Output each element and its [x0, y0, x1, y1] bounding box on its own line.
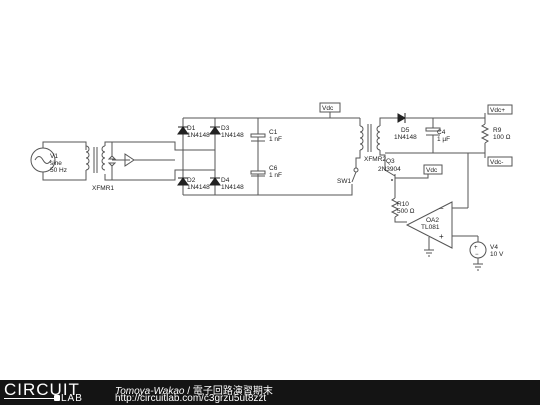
- c1-symbol[interactable]: [250, 133, 266, 138]
- v1-freq: 50 Hz: [50, 167, 67, 174]
- r9-value: 100 Ω: [493, 134, 511, 141]
- c4-value: 1 µF: [437, 136, 450, 143]
- footer-bar: CIRCUIT LAB Tomoya-Wakao / 電子回路演習期末 http…: [0, 380, 540, 405]
- q3-symbol[interactable]: [384, 169, 396, 177]
- xfmr2-symbol[interactable]: [359, 125, 364, 151]
- c6-value: 1 nF: [269, 172, 282, 179]
- oa2-name: OA2: [426, 217, 439, 224]
- xfmr1-symbol[interactable]: [85, 145, 106, 173]
- logo-underline: [4, 398, 56, 399]
- d2-name: D2: [187, 177, 196, 184]
- sw1-contact[interactable]: [353, 167, 359, 173]
- c6-name: C6: [269, 165, 278, 172]
- xfmr1-name: XFMR1: [92, 185, 114, 192]
- xfmr2-name: XFMR2: [364, 156, 386, 163]
- logo-dot-icon: [54, 395, 60, 401]
- project-url[interactable]: http://circuitlab.com/c3grzu5ut8zzt: [115, 393, 267, 404]
- q3-name: Q3: [386, 158, 395, 165]
- d3-name: D3: [221, 125, 230, 132]
- d4-name: D4: [221, 177, 230, 184]
- sw1-lever[interactable]: [351, 171, 357, 183]
- d1-name: D1: [187, 125, 196, 132]
- c6-symbol[interactable]: [250, 170, 266, 175]
- vdcp-label: Vdc+: [490, 107, 505, 114]
- oa2-minus: −: [439, 204, 444, 213]
- oa2-plus: +: [439, 232, 444, 241]
- v4-value: 10 V: [490, 251, 504, 258]
- v4-plus: +: [474, 245, 478, 251]
- d1-symbol[interactable]: [177, 126, 189, 135]
- r9-name: R9: [493, 127, 502, 134]
- wire-v1-bottom: [42, 170, 87, 181]
- oa2-part: TL081: [421, 224, 440, 231]
- d5-symbol[interactable]: [397, 113, 407, 123]
- c4-symbol[interactable]: [425, 127, 441, 132]
- c4-name: C4: [437, 129, 446, 136]
- vdc-label-1: Vdc: [322, 105, 334, 112]
- d3-symbol[interactable]: [209, 126, 221, 135]
- r9-symbol[interactable]: [480, 123, 490, 144]
- d5-name: D5: [401, 127, 410, 134]
- wire-v1-top: [42, 141, 87, 150]
- oa2-symbol[interactable]: [405, 201, 453, 249]
- d2-symbol[interactable]: [177, 177, 189, 186]
- author-link[interactable]: Tomoya-Wakao: [115, 386, 185, 397]
- c1-name: C1: [269, 129, 278, 136]
- c1-value: 1 nF: [269, 136, 282, 143]
- vdcp-flag: [487, 104, 513, 115]
- vdcm-flag: [487, 156, 513, 167]
- wire-xfmr1-top: [112, 141, 183, 151]
- q3-part: 2N3904: [378, 166, 401, 173]
- v1-name: V1: [50, 153, 58, 160]
- logo-lab-text: LAB: [61, 393, 83, 404]
- schematic: V1 sine 50 Hz XFMR1 D1 1N4148 D3 1N4148 …: [30, 102, 513, 271]
- vdcm-label: Vdc-: [490, 159, 503, 166]
- project-title[interactable]: 電子回路演習期末: [192, 386, 273, 397]
- sw1-name: SW1: [337, 178, 351, 185]
- vdc-label-2: Vdc: [426, 167, 438, 174]
- v4-name: V4: [490, 244, 498, 251]
- d4-symbol[interactable]: [209, 177, 221, 186]
- logo-circuit-text: CIRCUIT: [4, 380, 80, 399]
- d3-part: 1N4148: [221, 132, 244, 139]
- r10-name: R10: [397, 201, 409, 208]
- vdc-flag-2: [423, 164, 443, 175]
- wire-xfmr1-bottom: [112, 169, 183, 181]
- author-separator: /: [184, 386, 193, 397]
- d1-part: 1N4148: [187, 132, 210, 139]
- r10-value: 500 Ω: [397, 208, 415, 215]
- vdc-flag-1: [319, 102, 341, 113]
- r10-symbol[interactable]: [390, 197, 400, 218]
- v4-minus: −: [475, 252, 479, 258]
- d2-part: 1N4148: [187, 184, 210, 191]
- author-line: Tomoya-Wakao / 電子回路演習期末: [115, 382, 273, 397]
- d5-part: 1N4148: [394, 134, 417, 141]
- v1-type: sine: [50, 160, 62, 167]
- d4-part: 1N4148: [221, 184, 244, 191]
